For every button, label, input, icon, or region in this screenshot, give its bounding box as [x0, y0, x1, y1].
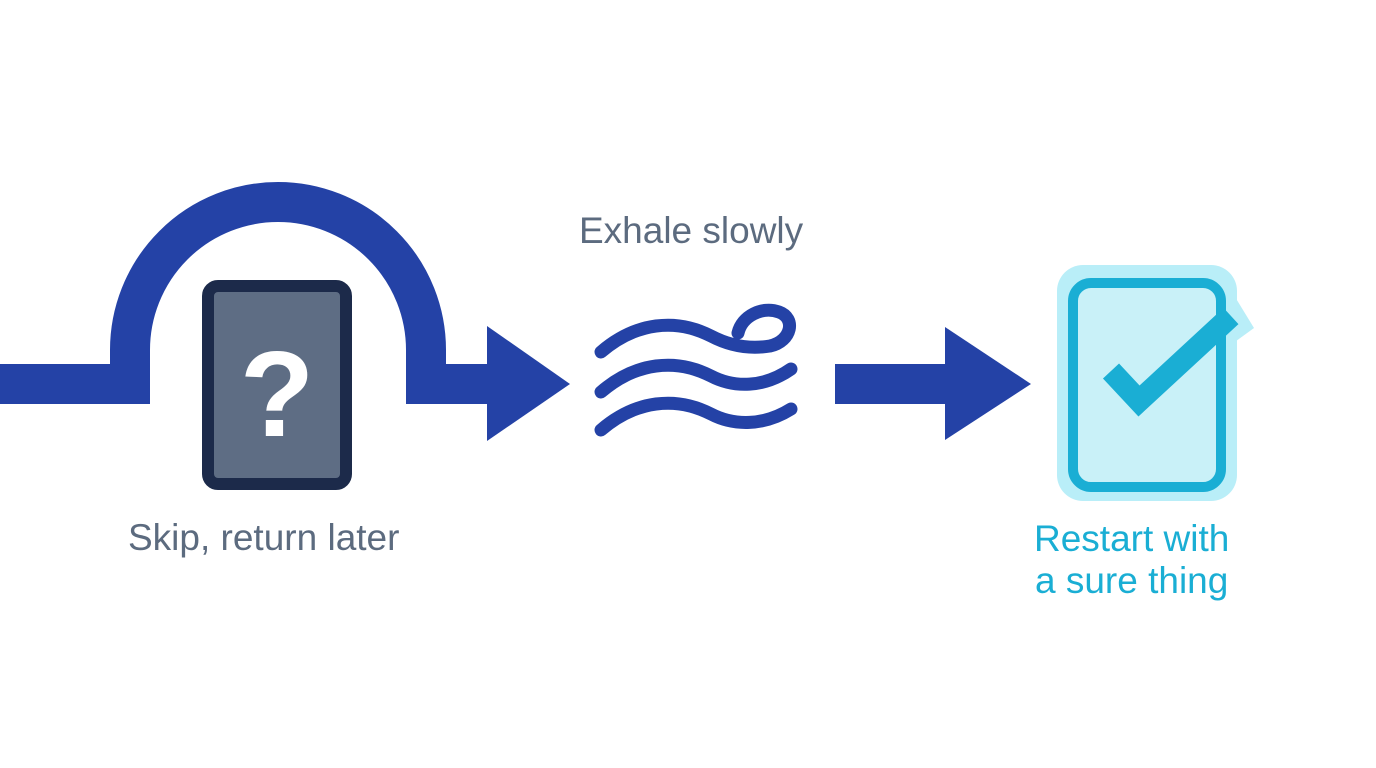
wind-line-bottom — [594, 396, 798, 437]
wind-line-middle — [594, 358, 798, 399]
restart-label-line-2: a sure thing — [1034, 560, 1229, 601]
breath-wind-icon — [594, 303, 798, 437]
forward-arrow-shaft — [835, 364, 947, 404]
question-card-icon — [202, 280, 352, 490]
checkmark-glow-tip — [1220, 284, 1254, 344]
forward-arrowhead — [945, 327, 1031, 440]
bypass-arrow-path — [0, 182, 492, 404]
question-mark-glyph: ? — [240, 326, 315, 462]
bypass-arrowhead — [487, 326, 570, 441]
restart-step-label: Restart with a sure thing — [1034, 518, 1229, 602]
wind-line-top — [594, 303, 796, 359]
exhale-step-label: Exhale slowly — [579, 210, 804, 251]
restart-label-line-1: Restart with — [1034, 518, 1230, 559]
checkmark-card-icon — [1057, 265, 1254, 501]
checkmark-icon — [1102, 307, 1239, 417]
skip-step-label: Skip, return later — [128, 517, 400, 558]
